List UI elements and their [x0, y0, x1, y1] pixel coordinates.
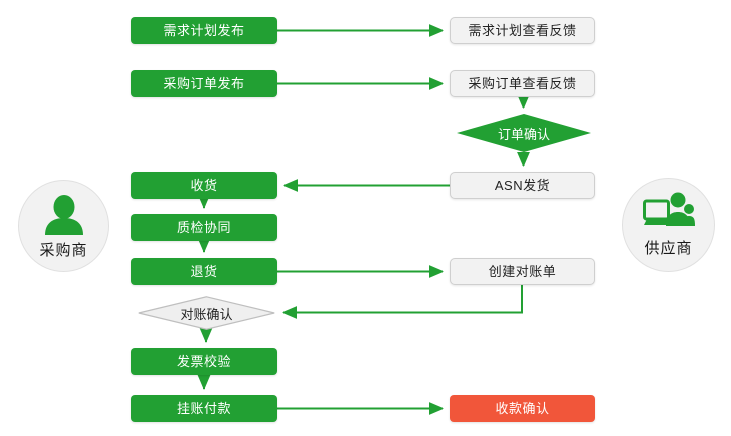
node-label: 需求计划查看反馈 — [468, 23, 577, 38]
node-payment-posting[interactable]: 挂账付款 — [131, 395, 277, 422]
node-label: 收款确认 — [495, 401, 550, 416]
actor-buyer-label: 采购商 — [39, 242, 88, 259]
actor-buyer[interactable]: 采购商 — [18, 180, 109, 272]
node-purchase-order-publish[interactable]: 采购订单发布 — [131, 70, 277, 97]
node-label: 订单确认 — [497, 126, 550, 142]
node-label: ASN发货 — [494, 178, 551, 193]
node-demand-plan-review[interactable]: 需求计划查看反馈 — [450, 17, 595, 44]
node-label: 退货 — [190, 264, 218, 279]
person-computer-icon — [641, 191, 697, 235]
node-label: 创建对账单 — [488, 264, 557, 279]
node-order-confirm[interactable]: 订单确认 — [457, 114, 591, 152]
node-label: 质检协同 — [176, 220, 231, 235]
node-asn-shipment[interactable]: ASN发货 — [450, 172, 595, 199]
node-label: 收货 — [190, 178, 218, 193]
node-create-statement[interactable]: 创建对账单 — [450, 258, 595, 285]
node-label: 挂账付款 — [176, 401, 231, 416]
node-demand-plan-publish[interactable]: 需求计划发布 — [131, 17, 277, 44]
diamond-shape — [457, 114, 591, 152]
node-label: 采购订单发布 — [163, 76, 245, 91]
actor-supplier[interactable]: 供应商 — [622, 178, 715, 272]
node-label: 需求计划发布 — [163, 23, 245, 38]
node-invoice-verification[interactable]: 发票校验 — [131, 348, 277, 375]
node-return-goods[interactable]: 退货 — [131, 258, 277, 285]
edge-n10-n11 — [282, 285, 523, 319]
actor-supplier-label: 供应商 — [644, 240, 693, 257]
node-label: 采购订单查看反馈 — [468, 76, 577, 91]
person-icon — [36, 193, 92, 237]
node-payment-receipt-confirm[interactable]: 收款确认 — [450, 395, 595, 422]
node-goods-receipt[interactable]: 收货 — [131, 172, 277, 199]
node-label: 发票校验 — [176, 354, 231, 369]
node-statement-confirm[interactable]: 对账确认 — [138, 296, 275, 330]
node-purchase-order-review[interactable]: 采购订单查看反馈 — [450, 70, 595, 97]
node-label: 对账确认 — [180, 306, 233, 322]
node-quality-inspection[interactable]: 质检协同 — [131, 214, 277, 241]
